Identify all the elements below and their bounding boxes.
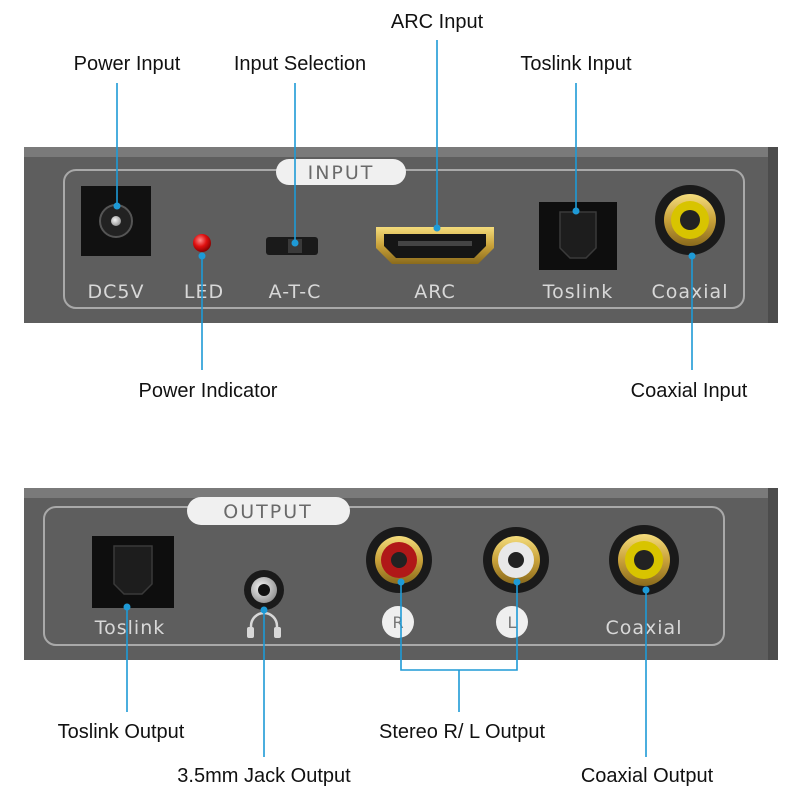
jack-output-callout: 3.5mm Jack Output xyxy=(177,765,351,787)
arc-port xyxy=(376,227,494,264)
dc5v-pin xyxy=(111,216,121,226)
jack-hole xyxy=(258,584,270,596)
coaxial-input-label: Coaxial xyxy=(652,281,729,303)
led-label: LED xyxy=(184,281,224,303)
input-leaders xyxy=(113,40,696,370)
r-label: R xyxy=(392,613,403,632)
toslink-input-dot xyxy=(572,207,580,215)
coaxial-output-port xyxy=(609,525,679,595)
toslink-input-callout: Toslink Input xyxy=(520,53,632,75)
stereo-l-dot xyxy=(513,578,521,586)
jack-port xyxy=(244,570,284,610)
coaxial-input-hole xyxy=(680,210,700,230)
arc-input-dot xyxy=(433,224,441,232)
arc-label: ARC xyxy=(414,281,456,303)
toslink-output-socket xyxy=(113,545,153,595)
coaxial-output-callout: Coaxial Output xyxy=(581,765,714,787)
rca-right-port xyxy=(366,527,432,593)
output-panel-border xyxy=(43,506,725,646)
r-badge xyxy=(382,606,414,638)
toslink-output-dot xyxy=(123,603,131,611)
output-panel-top-edge xyxy=(24,488,778,498)
atc-switch[interactable] xyxy=(266,237,318,255)
power-input-dot xyxy=(113,202,121,210)
coaxial-output-dot xyxy=(642,586,650,594)
coaxial-output-hole xyxy=(634,550,654,570)
output-header: OUTPUT xyxy=(223,501,312,523)
toslink-input-socket xyxy=(559,211,597,259)
input-header-pill xyxy=(276,159,406,185)
dc5v-port xyxy=(81,186,151,256)
coaxial-output-label: Coaxial xyxy=(606,617,683,639)
toslink-input-port xyxy=(539,202,617,270)
led-indicator xyxy=(193,234,211,252)
input-panel-side-edge xyxy=(768,147,778,323)
toslink-output-callout: Toslink Output xyxy=(58,721,185,743)
input-selection-dot xyxy=(291,239,299,247)
stereo-output-callout: Stereo R/ L Output xyxy=(379,721,545,743)
input-panel-top-edge xyxy=(24,147,778,157)
arc-input-callout: ARC Input xyxy=(391,11,484,33)
output-panel: OUTPUT Toslink R xyxy=(24,488,778,660)
input-panel: INPUT DC5V LED A-T-C ARC Toslink xyxy=(24,147,778,323)
rca-left-port xyxy=(483,527,549,593)
coaxial-input-port xyxy=(655,185,725,255)
dc5v-label: DC5V xyxy=(88,281,145,303)
input-header: INPUT xyxy=(308,162,375,184)
power-input-callout: Power Input xyxy=(74,53,181,75)
atc-label: A-T-C xyxy=(269,281,322,303)
toslink-output-port xyxy=(92,536,174,608)
output-header-pill xyxy=(187,497,350,525)
l-label: L xyxy=(508,613,517,632)
stereo-r-dot xyxy=(397,578,405,586)
coaxial-input-callout: Coaxial Input xyxy=(631,380,748,402)
jack-output-dot xyxy=(260,606,268,614)
coaxial-input-dot xyxy=(688,252,696,260)
output-leaders xyxy=(123,578,650,757)
power-indicator-dot xyxy=(198,252,206,260)
toslink-output-label: Toslink xyxy=(94,617,166,639)
power-indicator-callout: Power Indicator xyxy=(139,380,278,402)
input-selection-callout: Input Selection xyxy=(234,53,366,75)
l-badge xyxy=(496,606,528,638)
rca-left-hole xyxy=(508,552,524,568)
output-panel-side-edge xyxy=(768,488,778,660)
toslink-input-label: Toslink xyxy=(542,281,614,303)
rca-right-hole xyxy=(391,552,407,568)
arc-tongue xyxy=(398,241,472,246)
